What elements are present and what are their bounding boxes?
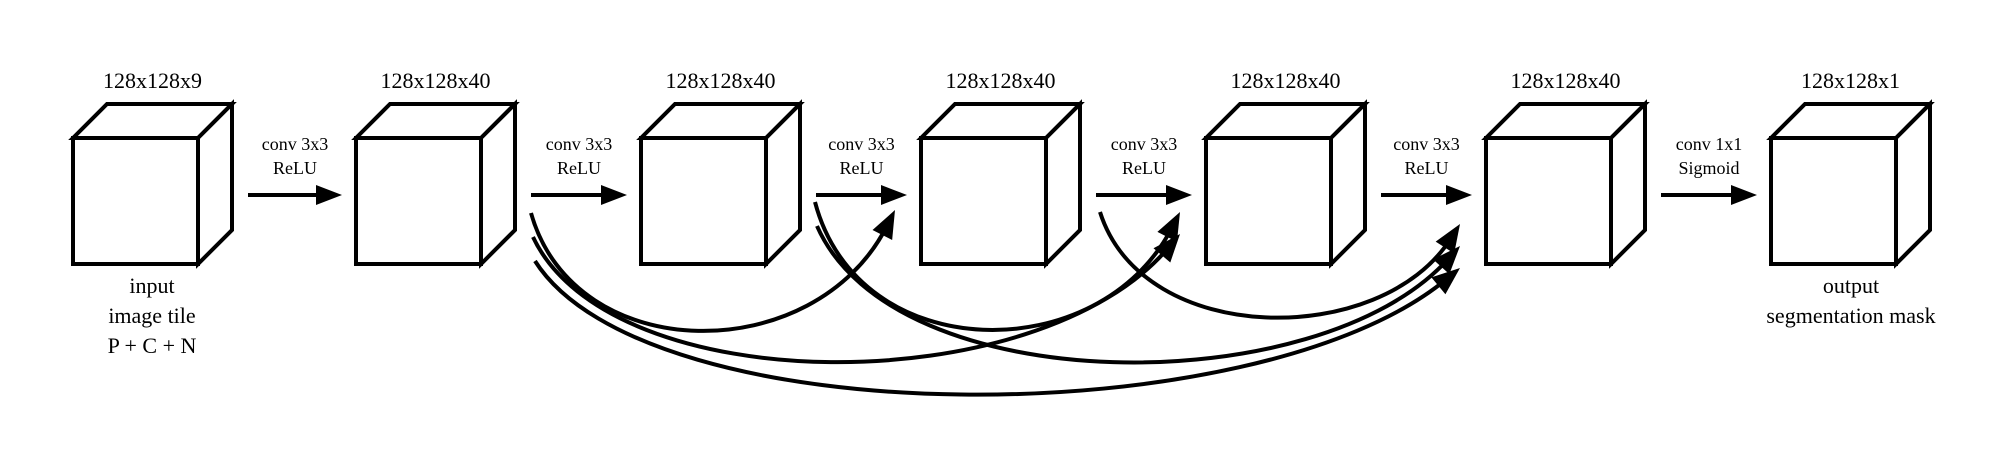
forward-arrows	[248, 185, 1757, 205]
layer-dims-label: 128x128x40	[946, 68, 1056, 93]
forward-arrow-head	[1166, 185, 1192, 205]
forward-arrow-5	[1661, 185, 1757, 205]
skip-connection-curve	[531, 236, 1170, 365]
layer-cube-6	[1766, 99, 1935, 269]
layer-dims-label: 128x128x40	[1231, 68, 1341, 93]
output-caption-line: output	[1823, 273, 1879, 298]
skip-connection-1-to-4	[531, 234, 1180, 365]
cube-front-face	[354, 136, 483, 266]
layer-dims-label: 128x128x9	[103, 68, 202, 93]
layer-cube-4	[1201, 99, 1370, 269]
skip-connection-arrow-head	[1435, 224, 1460, 254]
skip-connection-1-to-5	[533, 259, 1460, 397]
layer-cubes	[68, 99, 1935, 269]
layer-dims-label: 128x128x40	[381, 68, 491, 93]
cube-front-face	[1204, 136, 1333, 266]
cube-front-face	[1769, 136, 1898, 266]
operation-label-line2: ReLU	[1405, 158, 1449, 178]
output-caption-line: segmentation mask	[1766, 303, 1935, 328]
forward-arrow-head	[881, 185, 907, 205]
skip-connection-curve	[533, 259, 1448, 397]
forward-arrow-2	[816, 185, 907, 205]
skip-connection-curve	[813, 201, 1174, 332]
operation-label-line2: ReLU	[273, 158, 317, 178]
skip-connection-arrow-head	[872, 210, 895, 240]
operation-label-line2: ReLU	[1122, 158, 1166, 178]
cube-front-face	[1484, 136, 1613, 266]
input-caption-line: image tile	[108, 303, 195, 328]
skip-connection-2-to-5	[815, 225, 1460, 365]
forward-arrow-1	[531, 185, 627, 205]
forward-arrow-head	[601, 185, 627, 205]
skip-connection-arrow-head	[1433, 246, 1460, 275]
layer-cube-3	[916, 99, 1085, 269]
forward-arrow-head	[1446, 185, 1472, 205]
operation-label-line1: conv 3x3	[1111, 134, 1178, 154]
layer-cube-0	[68, 99, 237, 269]
input-caption-line: P + C + N	[108, 333, 197, 358]
operation-label-line1: conv 1x1	[1676, 134, 1743, 154]
skip-connection-1-to-3	[529, 210, 895, 333]
skip-connection-arrow-head	[1157, 212, 1180, 242]
forward-arrow-head	[1731, 185, 1757, 205]
operation-label-line1: conv 3x3	[262, 134, 329, 154]
layer-dims-label: 128x128x40	[1511, 68, 1621, 93]
skip-connection-curve	[815, 225, 1450, 365]
operation-label-line2: ReLU	[840, 158, 884, 178]
skip-connection-3-to-5	[1098, 211, 1460, 320]
skip-connection-curve	[529, 212, 889, 333]
cube-front-face	[639, 136, 768, 266]
forward-arrow-head	[316, 185, 342, 205]
cube-front-face	[71, 136, 200, 266]
labels: 128x128x9 128x128x40 128x128x40 128x128x40 1…	[103, 68, 1936, 358]
layer-dims-label: 128x128x1	[1801, 68, 1900, 93]
skip-connections	[529, 201, 1460, 397]
layer-dims-label: 128x128x40	[666, 68, 776, 93]
forward-arrow-0	[248, 185, 342, 205]
input-caption-line: input	[129, 273, 174, 298]
layer-cube-2	[636, 99, 805, 269]
operation-label-line1: conv 3x3	[546, 134, 613, 154]
operation-label-line1: conv 3x3	[1393, 134, 1460, 154]
skip-connection-arrow-head	[1431, 268, 1460, 295]
skip-connection-curve	[1098, 211, 1452, 320]
skip-connection-2-to-4	[813, 201, 1180, 332]
skip-connection-arrow-head	[1153, 234, 1180, 263]
forward-arrow-4	[1381, 185, 1472, 205]
operation-label-line2: Sigmoid	[1678, 158, 1739, 178]
operation-label-line2: ReLU	[557, 158, 601, 178]
forward-arrow-3	[1096, 185, 1192, 205]
layer-cube-5	[1481, 99, 1650, 269]
operation-label-line1: conv 3x3	[828, 134, 895, 154]
cube-front-face	[919, 136, 1048, 266]
layer-cube-1	[351, 99, 520, 269]
